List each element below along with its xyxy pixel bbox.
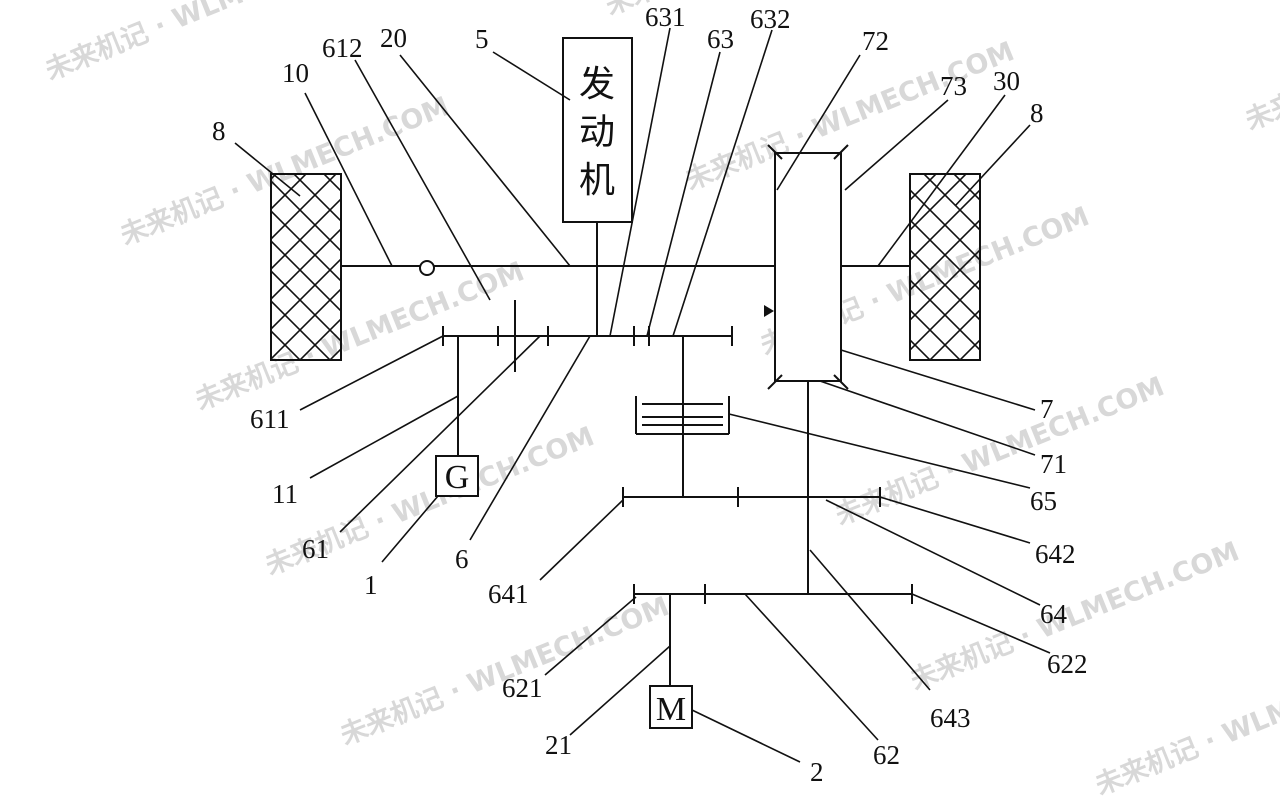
callout-label: 612 bbox=[322, 33, 363, 63]
diff-gear-71 bbox=[767, 374, 783, 390]
leader-line bbox=[339, 335, 541, 533]
callout-label: 611 bbox=[250, 404, 290, 434]
callout-label: 643 bbox=[930, 703, 971, 733]
generator-label: G bbox=[445, 459, 470, 496]
leader-line bbox=[354, 59, 491, 301]
leader-line bbox=[825, 499, 1041, 606]
callout-label: 7 bbox=[1040, 394, 1054, 424]
motor-box bbox=[649, 685, 693, 729]
leader-line bbox=[879, 496, 1031, 544]
callout-label: 21 bbox=[545, 730, 572, 760]
engine-label-char: 动 bbox=[579, 112, 615, 153]
leader-line bbox=[877, 94, 1006, 267]
diff-gear-72 bbox=[767, 144, 783, 160]
callout-label: 61 bbox=[302, 534, 329, 564]
callout-label: 72 bbox=[862, 26, 889, 56]
callout-labels: 8 10 612 20 5 631 63 632 72 73 30 8 611 … bbox=[212, 2, 1088, 787]
diff-gear-71 bbox=[833, 374, 849, 390]
leader-line bbox=[744, 593, 879, 741]
leader-line bbox=[309, 395, 459, 479]
leader-line bbox=[569, 645, 671, 736]
watermark-text: 未来机记 · WLMECH.COM bbox=[336, 591, 674, 751]
callout-label: 641 bbox=[488, 579, 529, 609]
watermark-text: 未来机记 · WLMECH.COM bbox=[1091, 641, 1280, 801]
leader-line bbox=[819, 380, 1036, 456]
leader-lines bbox=[234, 27, 1051, 763]
leader-line bbox=[469, 335, 591, 541]
leader-line bbox=[304, 92, 393, 267]
left-wheel bbox=[270, 173, 342, 361]
callout-label: 73 bbox=[940, 71, 967, 101]
leader-line bbox=[672, 29, 773, 337]
leader-line bbox=[609, 27, 671, 337]
callout-label: 632 bbox=[750, 4, 791, 34]
callout-label: 642 bbox=[1035, 539, 1076, 569]
leader-line bbox=[776, 54, 861, 191]
callout-label: 631 bbox=[645, 2, 686, 32]
leader-line bbox=[691, 709, 801, 763]
differential-box bbox=[774, 152, 842, 382]
callout-label: 62 bbox=[873, 740, 900, 770]
leader-line bbox=[809, 549, 931, 691]
callout-label: 8 bbox=[1030, 98, 1044, 128]
engine-label-char: 机 bbox=[579, 160, 615, 201]
leader-line bbox=[954, 124, 1031, 207]
leader-line bbox=[840, 349, 1036, 411]
engine-label-char: 发 bbox=[579, 64, 615, 105]
callout-label: 65 bbox=[1030, 486, 1057, 516]
callout-label: 64 bbox=[1040, 599, 1068, 629]
callout-label: 6 bbox=[455, 544, 469, 574]
callout-label: 20 bbox=[380, 23, 407, 53]
callout-label: 10 bbox=[282, 58, 309, 88]
callout-label: 11 bbox=[272, 479, 298, 509]
leader-line bbox=[399, 54, 571, 267]
motor-label: M bbox=[656, 691, 686, 728]
leader-line bbox=[234, 142, 301, 197]
leader-line bbox=[728, 413, 1031, 489]
diff-gear-73 bbox=[833, 144, 849, 160]
leader-line bbox=[911, 593, 1051, 654]
callout-label: 621 bbox=[502, 673, 543, 703]
axle-joint bbox=[419, 260, 435, 276]
callout-label: 2 bbox=[810, 757, 824, 787]
leader-line bbox=[381, 495, 439, 563]
leader-line bbox=[844, 99, 949, 191]
callout-label: 63 bbox=[707, 24, 734, 54]
callout-label: 5 bbox=[475, 24, 489, 54]
leader-line bbox=[539, 499, 624, 581]
leader-line bbox=[299, 335, 444, 411]
callout-label: 8 bbox=[212, 116, 226, 146]
generator-box bbox=[435, 455, 479, 497]
watermark-layer: 未来机记 · WLMECH.COM 未来机记 · WLMECH.COM 未来机记… bbox=[41, 0, 1280, 801]
leader-line bbox=[492, 51, 571, 101]
leader-line bbox=[544, 596, 637, 676]
leader-line bbox=[646, 51, 721, 337]
callout-label: 1 bbox=[364, 570, 378, 600]
callout-label: 71 bbox=[1040, 449, 1067, 479]
callout-label: 30 bbox=[993, 66, 1020, 96]
callout-label: 622 bbox=[1047, 649, 1088, 679]
watermark-text: 未来机记 · WLMECH.COM bbox=[1241, 0, 1280, 136]
diff-arrow-marker bbox=[764, 305, 774, 317]
watermark-text: 未来机记 · WLMECH.COM bbox=[681, 36, 1019, 196]
right-wheel bbox=[909, 173, 981, 361]
